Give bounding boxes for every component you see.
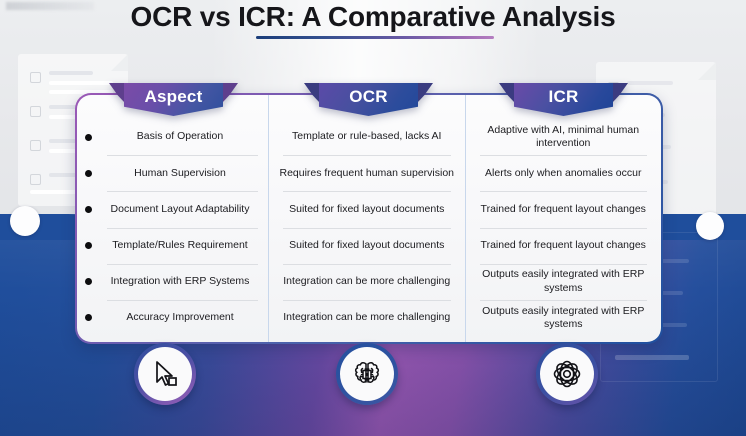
table-row[interactable]: Integration can be more challenging [269, 263, 465, 300]
cell-icr: Trained for frequent layout changes [480, 238, 646, 251]
cell-aspect: Human Supervision [134, 166, 226, 179]
bullet-icon [85, 278, 92, 286]
bullet-icon [85, 205, 92, 213]
page-title: OCR vs ICR: A Comparative Analysis [130, 1, 616, 32]
column-aspect: Basis of Operation Human Supervision Doc… [77, 95, 268, 342]
bullet-icon [85, 242, 92, 250]
cell-aspect: Document Layout Adaptability [110, 202, 250, 215]
bullet-icon [85, 314, 92, 322]
cell-ocr: Suited for fixed layout documents [289, 238, 445, 251]
brain-chip-icon [354, 361, 380, 383]
table-row[interactable]: Integration can be more challenging [269, 299, 465, 336]
atom-icon [553, 360, 581, 388]
cell-icr: Trained for frequent layout changes [480, 202, 646, 215]
column-header-label: OCR [349, 86, 388, 106]
bullet-icon [85, 133, 92, 141]
column-header-label: ICR [548, 86, 579, 106]
badge-disc [540, 347, 594, 401]
cell-icr: Alerts only when anomalies occur [485, 166, 642, 179]
table-row[interactable]: Requires frequent human supervision [269, 155, 465, 191]
cell-icr: Outputs easily integrated with ERP syste… [482, 268, 645, 294]
cell-ocr: Integration can be more challenging [283, 275, 451, 288]
cell-ocr: Requires frequent human supervision [279, 166, 455, 179]
comparison-card-inner: Basis of Operation Human Supervision Doc… [77, 95, 661, 342]
cell-aspect: Template/Rules Requirement [112, 238, 248, 251]
cell-icr: Adaptive with AI, minimal human interven… [487, 123, 640, 150]
comparison-card: Basis of Operation Human Supervision Doc… [75, 93, 663, 344]
badge-disc [340, 347, 394, 401]
bullet-icon [85, 169, 92, 177]
table-row[interactable]: Trained for frequent layout changes [466, 191, 662, 227]
table-row[interactable]: Template/Rules Requirement [77, 227, 268, 264]
decorative-dot-right [696, 212, 724, 240]
corner-logo [6, 2, 94, 10]
table-row[interactable]: Outputs easily integrated with ERP syste… [466, 263, 662, 300]
table-row[interactable]: Document Layout Adaptability [77, 191, 268, 227]
cell-ocr: Template or rule-based, lacks AI [292, 130, 442, 143]
cell-icr: Outputs easily integrated with ERP syste… [482, 304, 645, 330]
table-row[interactable]: Human Supervision [77, 155, 268, 191]
cell-aspect: Integration with ERP Systems [110, 275, 250, 288]
title-underline [256, 36, 494, 39]
column-icr-rows: Adaptive with AI, minimal human interven… [466, 119, 662, 336]
table-row[interactable]: Suited for fixed layout documents [269, 227, 465, 264]
table-row[interactable]: Alerts only when anomalies occur [466, 155, 662, 191]
table-row[interactable]: Template or rule-based, lacks AI [269, 119, 465, 155]
column-icr: Adaptive with AI, minimal human interven… [464, 95, 662, 342]
cell-ocr: Integration can be more challenging [283, 311, 451, 324]
badge-cursor[interactable] [134, 343, 196, 405]
badge-ai-brain[interactable] [336, 343, 398, 405]
table-row[interactable]: Suited for fixed layout documents [269, 191, 465, 227]
column-ocr: Template or rule-based, lacks AI Require… [268, 95, 465, 342]
column-ocr-rows: Template or rule-based, lacks AI Require… [269, 119, 465, 336]
column-header-ocr[interactable]: OCR [304, 83, 433, 116]
cursor-pointer-icon [156, 361, 177, 386]
table-row[interactable]: Accuracy Improvement [77, 299, 268, 336]
table-row[interactable]: Basis of Operation [77, 119, 268, 155]
table-row[interactable]: Integration with ERP Systems [77, 263, 268, 300]
cell-aspect: Accuracy Improvement [126, 311, 234, 324]
badge-disc [138, 347, 192, 401]
column-aspect-rows: Basis of Operation Human Supervision Doc… [77, 119, 268, 336]
table-row[interactable]: Adaptive with AI, minimal human interven… [466, 119, 662, 155]
cell-ocr: Suited for fixed layout documents [289, 202, 445, 215]
decorative-dot-left [10, 206, 40, 236]
column-header-icr[interactable]: ICR [499, 83, 628, 116]
cell-aspect: Basis of Operation [136, 130, 224, 143]
column-header-label: Aspect [144, 86, 203, 106]
table-row[interactable]: Trained for frequent layout changes [466, 227, 662, 264]
badge-neural[interactable] [536, 343, 598, 405]
column-header-aspect[interactable]: Aspect [109, 83, 238, 116]
table-row[interactable]: Outputs easily integrated with ERP syste… [466, 299, 662, 336]
